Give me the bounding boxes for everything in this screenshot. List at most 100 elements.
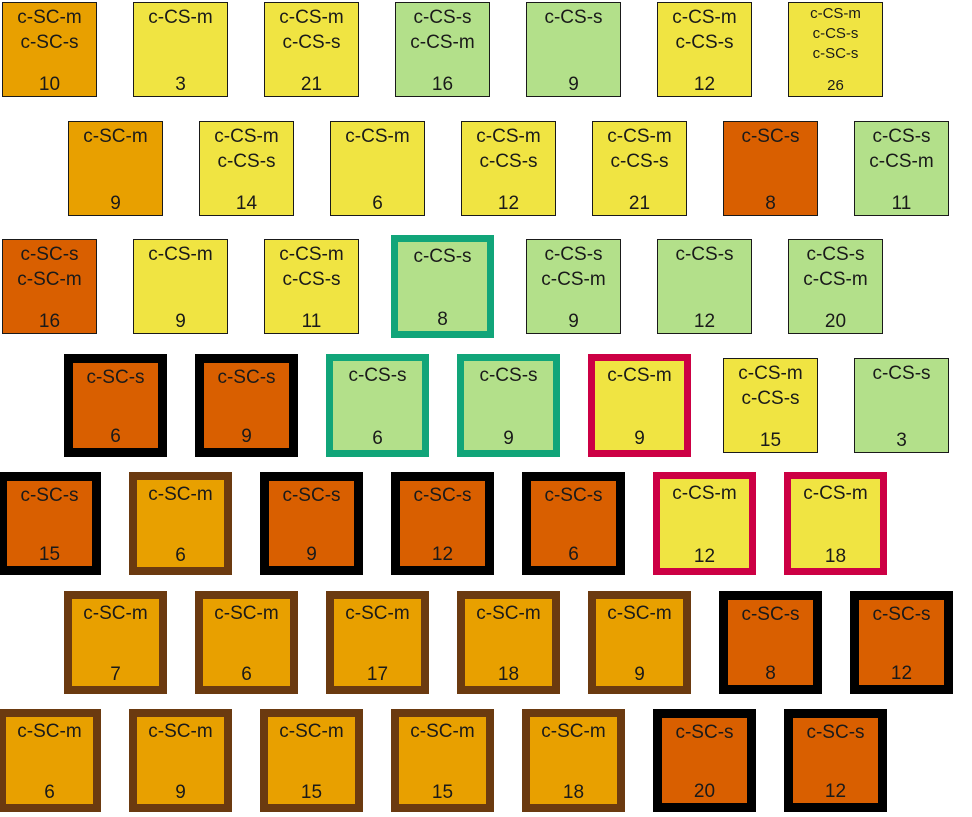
tile-count: 16 bbox=[431, 74, 454, 95]
tile-labels: c-SC-m bbox=[137, 719, 224, 744]
tile-count: 12 bbox=[824, 781, 847, 802]
tile-label: c-CS-m bbox=[607, 125, 672, 147]
tile-count: 6 bbox=[372, 192, 383, 214]
tile: c-SC-m 15 bbox=[391, 709, 494, 812]
tile-count: 12 bbox=[693, 311, 716, 332]
tile-label: c-SC-s bbox=[20, 32, 79, 53]
tile-count: 3 bbox=[175, 74, 186, 95]
tile-count: 9 bbox=[634, 663, 645, 685]
tile-count: 9 bbox=[110, 192, 121, 214]
tile: c-SC-s 8 bbox=[723, 120, 818, 216]
tile-count: 9 bbox=[175, 311, 186, 332]
tile-labels: c-CS-m c-CS-s bbox=[724, 361, 817, 411]
tile-labels: c-CS-s bbox=[398, 244, 487, 269]
tile-count: 9 bbox=[503, 427, 514, 449]
tile-count: 14 bbox=[235, 192, 258, 214]
tile-labels: c-CS-m c-CS-s bbox=[462, 124, 555, 174]
tile-label: c-CS-m bbox=[476, 125, 541, 147]
tile-label: c-CS-m bbox=[607, 364, 672, 386]
tile-labels: c-CS-m bbox=[331, 124, 424, 149]
tile-count: 21 bbox=[628, 192, 651, 214]
tile-label: c-CS-m bbox=[148, 244, 213, 265]
tile-count: 15 bbox=[759, 429, 782, 451]
tile-label: c-CS-m bbox=[410, 32, 475, 53]
tile-label: c-SC-s bbox=[413, 485, 472, 506]
tile-count: 12 bbox=[497, 192, 520, 214]
tile: c-CS-s c-CS-m 9 bbox=[526, 239, 621, 334]
tile-count: 15 bbox=[431, 782, 454, 803]
tile-label: c-SC-m bbox=[607, 602, 672, 624]
tile-label: c-CS-s bbox=[741, 387, 800, 409]
tile-label: c-CS-s bbox=[348, 364, 407, 386]
tile-labels: c-CS-s bbox=[333, 363, 422, 388]
tile-label: c-CS-m bbox=[803, 269, 868, 290]
tile-label: c-SC-m bbox=[17, 7, 82, 28]
tile-label: c-SC-s bbox=[217, 366, 276, 388]
tile-labels: c-SC-s bbox=[269, 483, 354, 508]
tile-label: c-CS-s bbox=[413, 246, 472, 267]
tile-label: c-CS-s bbox=[217, 150, 276, 172]
tile-count: 20 bbox=[693, 781, 716, 802]
tile-label: c-CS-s bbox=[544, 244, 603, 265]
tile-label: c-CS-s bbox=[479, 150, 538, 172]
tile-count: 7 bbox=[110, 663, 121, 685]
tile-label: c-CS-m bbox=[279, 244, 344, 265]
tile-label: c-SC-m bbox=[410, 721, 475, 742]
tile-label: c-SC-m bbox=[345, 602, 410, 624]
tile-label: c-SC-m bbox=[17, 269, 82, 290]
tile-count: 16 bbox=[38, 311, 61, 332]
tile-labels: c-CS-m bbox=[660, 481, 749, 506]
tile-count: 15 bbox=[300, 782, 323, 803]
tile-labels: c-SC-m c-SC-s bbox=[3, 5, 96, 55]
tile: c-CS-m c-CS-s 12 bbox=[461, 120, 556, 216]
tile-labels: c-SC-s bbox=[400, 483, 485, 508]
tile-label: c-CS-m bbox=[810, 5, 861, 22]
tile-label: c-CS-m bbox=[541, 269, 606, 290]
tile-count: 6 bbox=[110, 425, 121, 447]
tile-label: c-SC-s bbox=[675, 722, 734, 743]
tile-labels: c-CS-m bbox=[595, 363, 684, 388]
tile-count: 18 bbox=[497, 663, 520, 685]
tile: c-SC-s 20 bbox=[653, 709, 756, 812]
tile-label: c-CS-s bbox=[806, 244, 865, 265]
tile-count: 8 bbox=[765, 192, 776, 214]
tile-label: c-CS-m bbox=[738, 362, 803, 384]
tile-count: 6 bbox=[44, 782, 55, 803]
tile-label: c-SC-s bbox=[806, 722, 865, 743]
tile-labels: c-SC-m bbox=[465, 601, 552, 626]
tile-labels: c-SC-s bbox=[7, 483, 92, 508]
tile-count: 8 bbox=[765, 662, 776, 684]
tile-labels: c-CS-s bbox=[464, 363, 553, 388]
tile-count: 18 bbox=[824, 546, 847, 567]
tile-count: 9 bbox=[568, 311, 579, 332]
tile-label: c-CS-s bbox=[282, 32, 341, 53]
tile-count: 6 bbox=[568, 544, 579, 565]
tile-label: c-SC-s bbox=[741, 125, 800, 147]
tile: c-CS-m 6 bbox=[330, 120, 425, 216]
tile-labels: c-SC-m bbox=[6, 719, 93, 744]
tile-label: c-SC-m bbox=[148, 484, 213, 505]
